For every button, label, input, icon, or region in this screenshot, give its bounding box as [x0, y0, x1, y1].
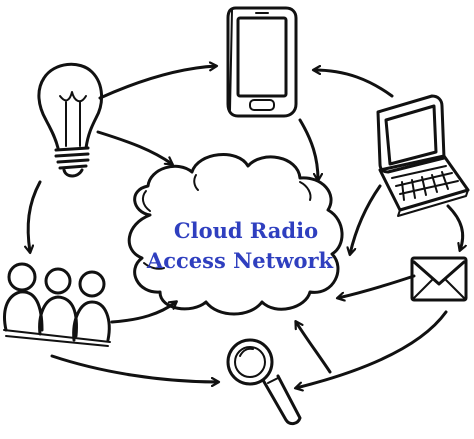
center-label-line1: Cloud Radio	[174, 218, 318, 243]
laptop-icon	[376, 94, 470, 217]
arrow-people-to-cloud	[110, 302, 176, 324]
arrow-people-to-magnifier	[50, 354, 218, 382]
lightbulb-icon	[37, 62, 103, 178]
arrow-magnifier-to-cloud	[296, 322, 332, 374]
smartphone-icon	[226, 6, 298, 118]
arrow-bulb-to-phone	[98, 66, 216, 100]
people-icon	[3, 262, 111, 347]
arrow-laptop-to-email	[446, 204, 463, 250]
center-label: Cloud Radio Access Network	[146, 218, 334, 273]
cloud-icon	[127, 153, 344, 316]
magnifier-icon	[226, 338, 302, 426]
arrow-laptop-to-phone	[314, 70, 394, 98]
arrow-bulb-to-cloud	[96, 130, 172, 164]
envelope-icon	[410, 256, 468, 302]
arrow-email-to-cloud	[338, 274, 416, 298]
center-label-line2: Access Network	[146, 248, 334, 273]
arrow-email-to-magnifier	[296, 310, 448, 388]
arrow-bulb-to-people	[28, 180, 42, 252]
arrow-phone-to-cloud	[298, 118, 318, 180]
arrow-laptop-to-cloud	[350, 184, 382, 254]
connector-arrows	[28, 66, 463, 388]
